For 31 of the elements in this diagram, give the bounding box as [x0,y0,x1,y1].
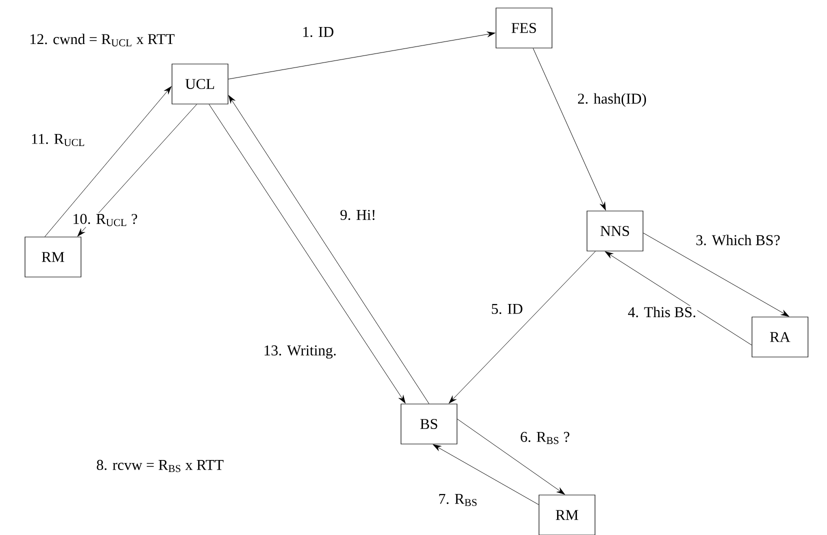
edge-label: 7. R$_{BS}$ [437,492,479,507]
edge-label: 1. ID [301,26,335,38]
arrow [605,251,752,346]
edge-label: 4. This BS. [626,306,698,318]
process-box: NNS [586,210,644,252]
edge-label: 9. Hi! [338,208,378,222]
arrow [532,48,606,210]
process-box: BS [400,404,458,444]
edge-label: 6. R$_{BS}$ ? [519,430,571,446]
arrow [457,418,565,494]
process-box: FES [496,8,552,48]
process-box: UCL [172,64,228,104]
formula-label: 8. rcvw = R$_{BS}$ x RTT [96,460,224,472]
edge-label: 3. Which BS? [694,234,782,246]
edge-label: 2. hash(ID) [576,92,648,108]
process-box: RM [24,236,82,278]
arrow [44,86,172,237]
arrow [77,104,198,236]
process-box: RM [538,494,596,535]
formula-label: 12. cwnd = R$_{UCL}$ x RTT [30,34,175,46]
edge-label: 10. R$_{UCL}$ ? [71,212,139,228]
arrow [433,444,539,505]
arrow [448,251,596,404]
edge-label: 5. ID [490,303,524,315]
process-box: RA [752,316,808,358]
arrow [228,95,430,404]
edge-label: 13. Writing. [262,344,338,360]
arrow [208,104,406,404]
edge-label: 11. R$_{UCL}$ [30,132,86,148]
arrow [228,32,496,80]
arrow [643,232,790,317]
